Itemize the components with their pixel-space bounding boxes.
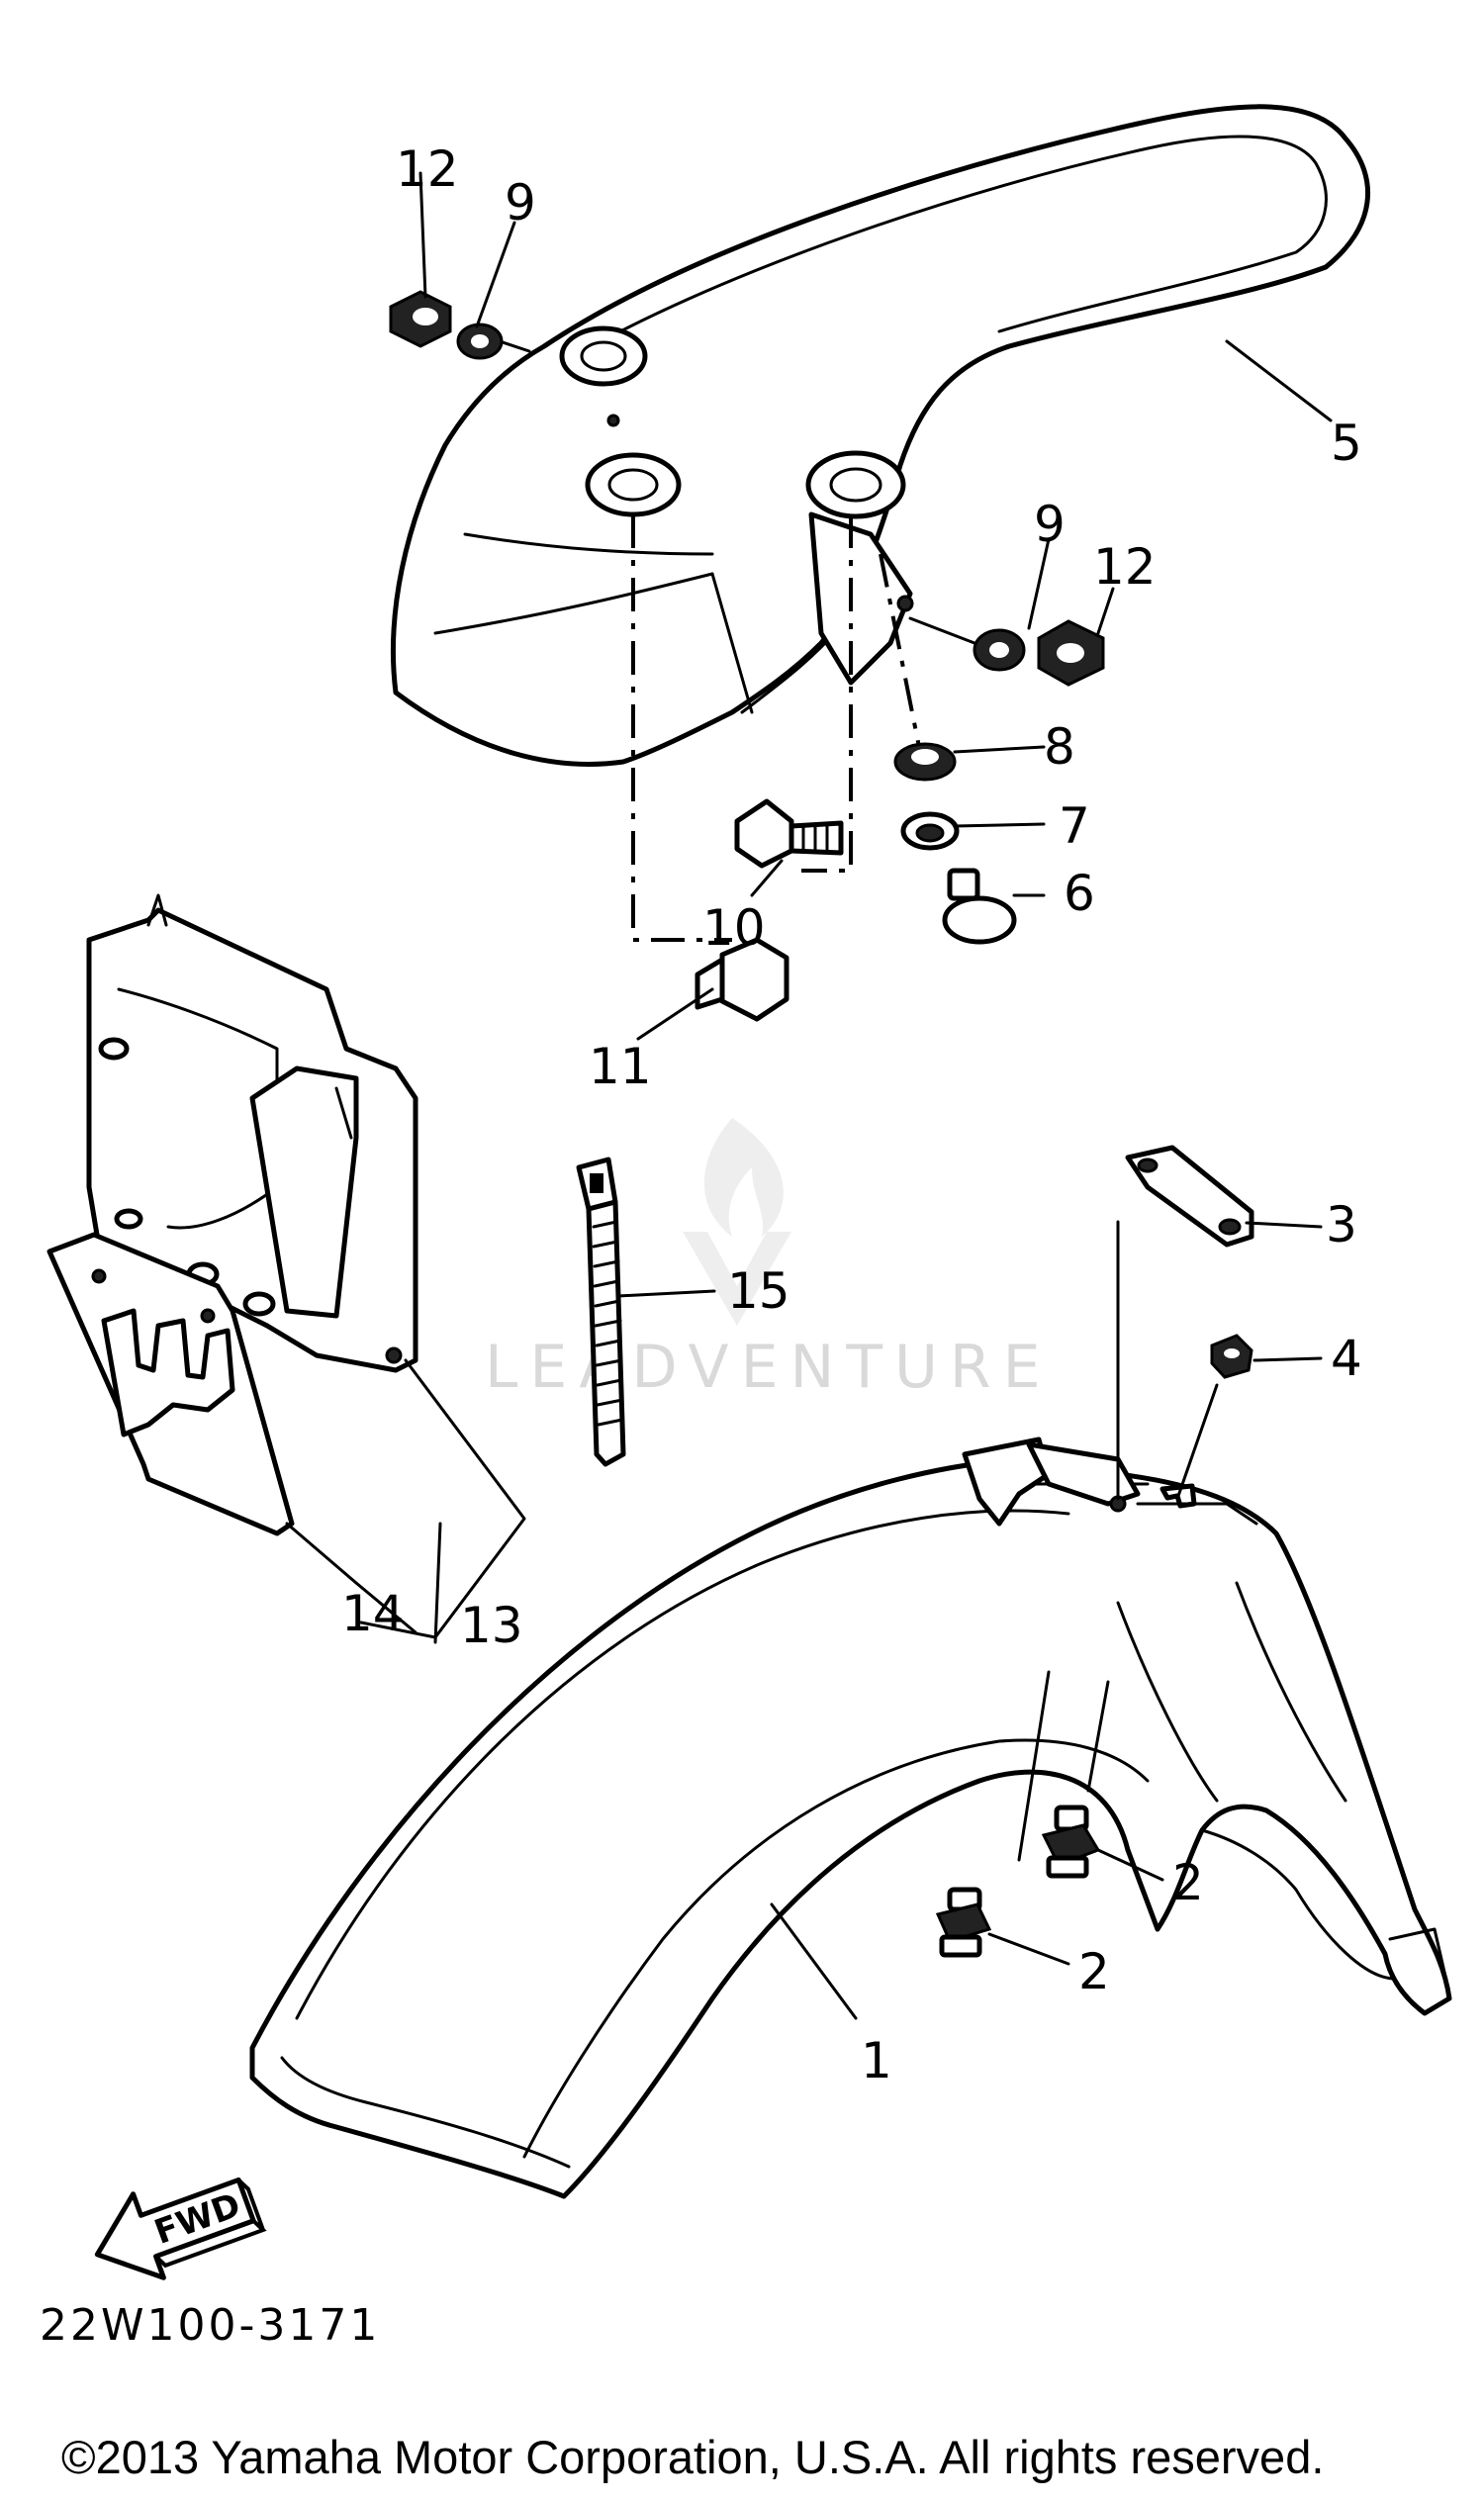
- flange-nut-12-right: [1037, 619, 1105, 687]
- cable-tie-15: [576, 1157, 626, 1467]
- fwd-arrow: FWD: [94, 2177, 267, 2280]
- fwd-arrow-icon: [94, 2177, 256, 2280]
- screw-6: [942, 868, 1017, 945]
- label-2-lower: 2: [1078, 1943, 1110, 2000]
- nut-clip-4: [1210, 1334, 1253, 1379]
- label-12-left: 12: [396, 140, 459, 198]
- nut-clip-2-lower: [935, 1887, 992, 1958]
- label-2-upper: 2: [1172, 1854, 1204, 1911]
- watermark: LEADVENTURE: [485, 1118, 1053, 1402]
- copyright-notice: ©2013 Yamaha Motor Corporation, U.S.A. A…: [61, 2431, 1324, 2483]
- label-3: 3: [1326, 1196, 1357, 1253]
- front-assembly-lines: [1017, 1220, 1219, 1862]
- label-13: 13: [460, 1597, 523, 1654]
- label-5: 5: [1331, 415, 1362, 472]
- collar-7: [900, 811, 960, 851]
- guard-leader-lines: [285, 1358, 526, 1639]
- nut-clip-2-upper: [1041, 1805, 1101, 1879]
- leader-lines: [418, 171, 1333, 2020]
- label-10: 10: [702, 899, 766, 957]
- rear-fender: [390, 104, 1370, 767]
- label-14: 14: [341, 1585, 405, 1642]
- watermark-logo-icon: [683, 1118, 791, 1326]
- front-fender: [249, 1437, 1452, 2199]
- washer-9-right: [973, 628, 1026, 672]
- label-6: 6: [1064, 865, 1095, 922]
- guard-13: [86, 893, 418, 1373]
- guard-14: [46, 1232, 295, 1536]
- label-8: 8: [1044, 718, 1075, 776]
- label-12-right: 12: [1093, 538, 1157, 596]
- label-11: 11: [589, 1038, 652, 1095]
- watermark-text: LEADVENTURE: [485, 1333, 1053, 1402]
- label-1: 1: [861, 2032, 892, 2089]
- label-9-right: 9: [1034, 496, 1066, 553]
- part-labels: 12 9 5 9 12 8 7 6 10 11 3 15 4 14 13 2 2…: [341, 140, 1362, 2089]
- label-15: 15: [727, 1262, 790, 1320]
- flange-nut-12-left: [389, 290, 452, 348]
- bolt-10: [734, 798, 844, 869]
- label-4: 4: [1331, 1330, 1362, 1387]
- label-7: 7: [1059, 797, 1090, 855]
- label-9-left: 9: [505, 174, 536, 232]
- diagram-code: 22W100-3171: [40, 2300, 380, 2351]
- grommet-8: [893, 742, 957, 782]
- washer-9-left: [456, 323, 504, 360]
- plate-3: [1125, 1145, 1254, 1248]
